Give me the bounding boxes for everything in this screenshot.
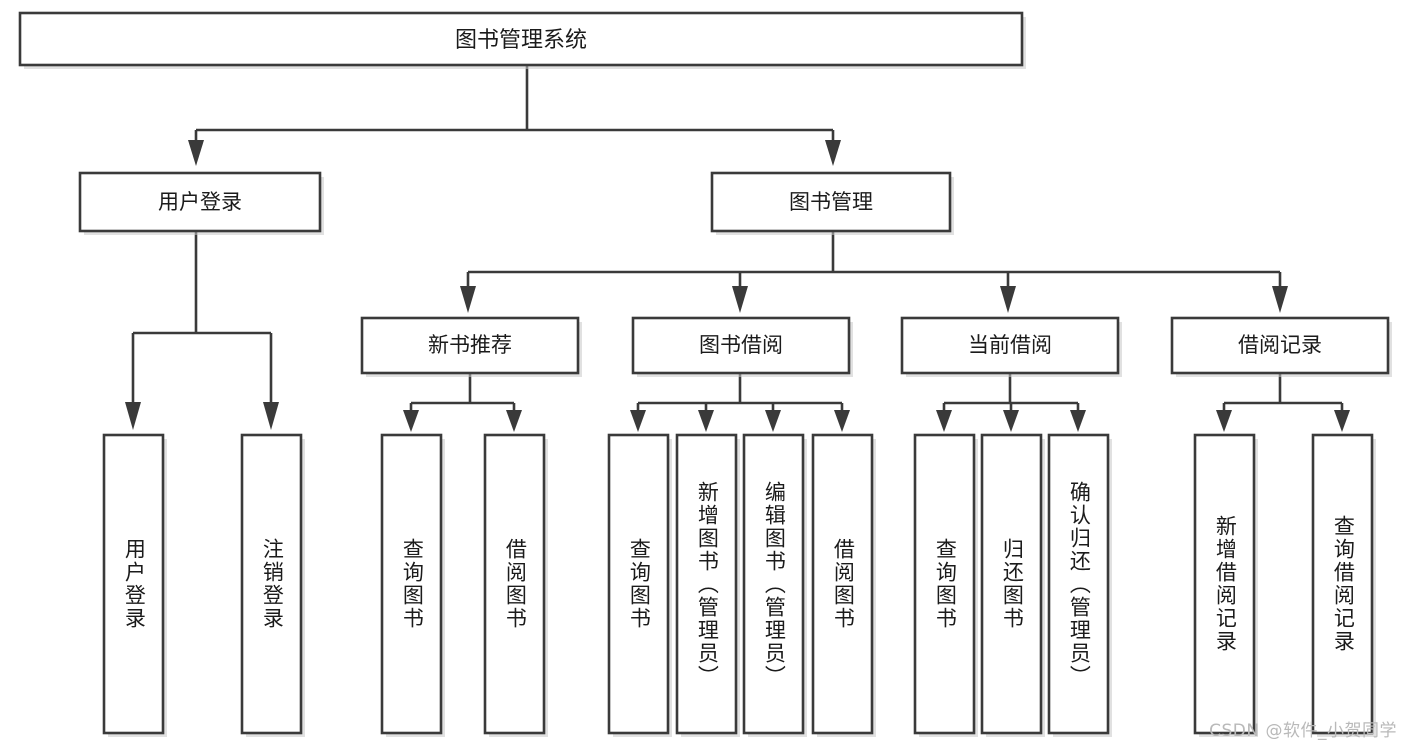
node-book-borrow[interactable]: 图书借阅 xyxy=(631,316,853,377)
leaf-edit-book-box xyxy=(742,433,805,735)
node-user-login[interactable]: 用户登录 xyxy=(78,171,324,235)
node-book-manage[interactable]: 图书管理 xyxy=(710,171,954,235)
arrow-to-leaf-user-login xyxy=(125,402,141,430)
leaf-query-book-2-box xyxy=(607,433,670,735)
arrow-to-book-borrow xyxy=(732,286,748,313)
leaf-query-book-2[interactable] xyxy=(607,433,672,737)
leaf-borrow-book-1[interactable] xyxy=(483,433,548,737)
arrow-to-borrow-record xyxy=(1272,286,1288,313)
node-borrow-record-box xyxy=(1170,316,1390,375)
arrow-to-leaf-confirm-return xyxy=(1070,410,1086,432)
leaf-user-logout-box xyxy=(240,433,303,735)
leaf-add-record-box xyxy=(1193,433,1256,735)
node-user-login-box xyxy=(78,171,322,233)
node-book-borrow-box xyxy=(631,316,851,375)
node-user-login-label: 用户登录 xyxy=(158,190,242,214)
leaf-user-login[interactable] xyxy=(102,433,167,737)
node-new-book-recommend-box xyxy=(360,316,580,375)
leaf-user-login-box xyxy=(102,433,165,735)
leaf-borrow-book-2[interactable] xyxy=(811,433,876,737)
arrow-to-leaf-query-book-1 xyxy=(403,410,419,432)
leaf-query-book-3-box xyxy=(913,433,976,735)
watermark-text: CSDN @软件_小贺同学 xyxy=(1209,721,1397,741)
leaf-return-book[interactable] xyxy=(980,433,1045,737)
arrow-to-new-book-recommend xyxy=(460,286,476,313)
node-book-borrow-label: 图书借阅 xyxy=(699,333,783,357)
arrow-to-book-manage xyxy=(825,140,841,166)
node-new-book-recommend[interactable]: 新书推荐 xyxy=(360,316,582,377)
leaf-borrow-book-1-box xyxy=(483,433,546,735)
leaf-query-book-3[interactable] xyxy=(913,433,978,737)
arrow-to-leaf-query-book-3 xyxy=(936,410,952,432)
connector-layer xyxy=(125,65,1350,432)
leaf-add-book-box xyxy=(675,433,738,735)
arrow-to-leaf-borrow-book-1 xyxy=(506,410,522,432)
leaf-return-book-box xyxy=(980,433,1043,735)
arrow-to-leaf-query-book-2 xyxy=(630,410,646,432)
arrow-to-leaf-add-book xyxy=(698,410,714,432)
leaf-query-book-1[interactable] xyxy=(380,433,445,737)
node-book-manage-label: 图书管理 xyxy=(789,190,873,214)
node-root-box xyxy=(18,11,1024,67)
node-root-label: 图书管理系统 xyxy=(455,28,587,53)
arrow-to-leaf-return-book xyxy=(1003,410,1019,432)
leaf-add-book[interactable] xyxy=(675,433,740,737)
arrow-to-current-borrow xyxy=(1000,286,1016,313)
leaf-boxes-layer xyxy=(102,433,1376,737)
leaf-confirm-return-box xyxy=(1047,433,1110,735)
leaf-edit-book[interactable] xyxy=(742,433,807,737)
arrow-to-leaf-borrow-book-2 xyxy=(834,410,850,432)
node-root[interactable]: 图书管理系统 xyxy=(18,11,1026,69)
leaf-user-logout[interactable] xyxy=(240,433,305,737)
arrow-to-user-login xyxy=(188,140,204,166)
leaf-query-record[interactable] xyxy=(1311,433,1376,737)
node-current-borrow-box xyxy=(900,316,1120,375)
node-book-manage-box xyxy=(710,171,952,233)
arrow-to-leaf-user-logout xyxy=(263,402,279,430)
arrow-to-leaf-edit-book xyxy=(765,410,781,432)
leaf-add-record[interactable] xyxy=(1193,433,1258,737)
arrow-to-leaf-query-record xyxy=(1334,410,1350,432)
node-current-borrow-label: 当前借阅 xyxy=(968,333,1052,357)
leaf-confirm-return[interactable] xyxy=(1047,433,1112,737)
node-borrow-record-label: 借阅记录 xyxy=(1238,333,1322,357)
leaf-borrow-book-2-box xyxy=(811,433,874,735)
node-borrow-record[interactable]: 借阅记录 xyxy=(1170,316,1392,377)
arrow-to-leaf-add-record xyxy=(1216,410,1232,432)
node-new-book-recommend-label: 新书推荐 xyxy=(428,333,512,357)
node-current-borrow[interactable]: 当前借阅 xyxy=(900,316,1122,377)
leaf-query-record-box xyxy=(1311,433,1374,735)
leaf-query-book-1-box xyxy=(380,433,443,735)
